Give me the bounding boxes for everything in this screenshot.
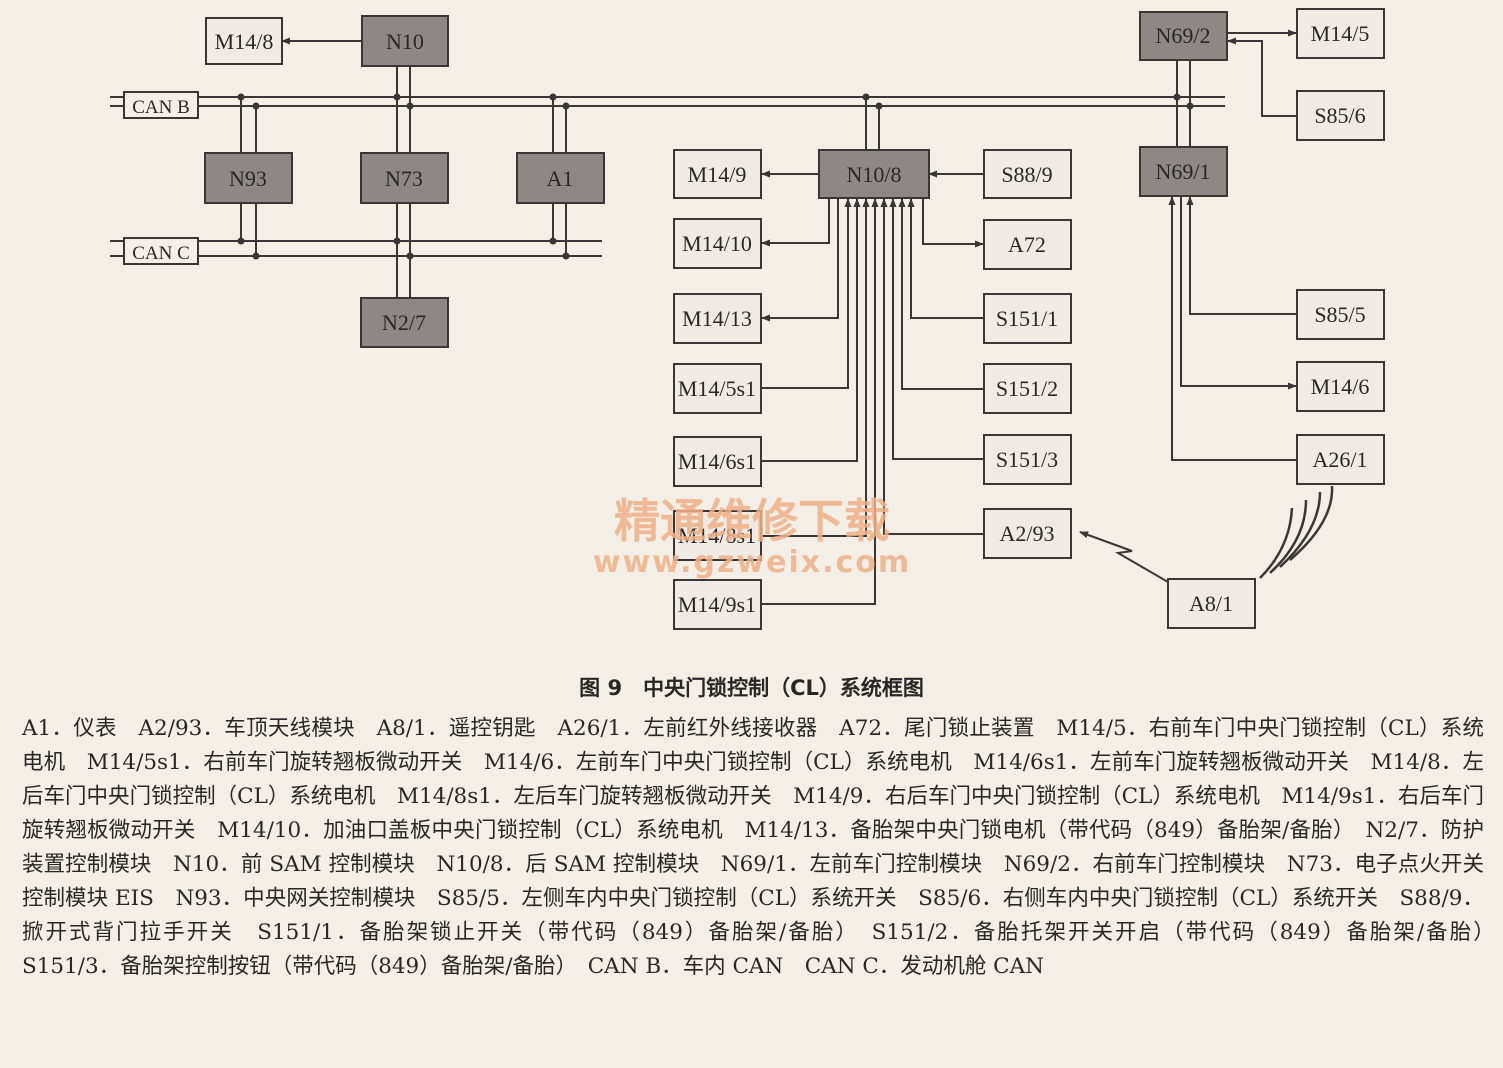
figure-legend: A1．仪表 A2/93．车顶天线模块 A8/1．遥控钥匙 A26/1．左前红外线… (22, 716, 1503, 979)
can-c-label: CAN C (123, 237, 199, 265)
watermark: 精通维修下载 www.gzweix.com (593, 494, 911, 580)
node-A2-93-label: A2/93 (1000, 521, 1055, 546)
node-N10-8-label: N10/8 (847, 162, 902, 187)
infrared-signal-icon (1259, 485, 1334, 579)
node-N2-7-label: N2/7 (382, 310, 426, 335)
node-M14-13-label: M14/13 (682, 306, 752, 331)
node-M14-5s1-label: M14/5s1 (678, 376, 756, 401)
cl-block-diagram: CAN B CAN C (110, 8, 1385, 630)
figure-caption: 图 9 中央门锁控制（CL）系统框图 (579, 676, 924, 700)
can-b-bus (110, 96, 1225, 107)
node-M14-8: M14/8 (205, 17, 283, 65)
node-A72-label: A72 (1008, 232, 1046, 257)
node-N69-2: N69/2 (1139, 11, 1228, 61)
node-M14-13: M14/13 (673, 293, 762, 344)
node-A8-1: A8/1 (1167, 578, 1256, 629)
node-N2-7: N2/7 (360, 297, 449, 348)
node-M14-10: M14/10 (673, 218, 762, 269)
node-S85-5-label: S85/5 (1314, 302, 1365, 327)
node-A72: A72 (983, 219, 1072, 270)
can-c-label-text: CAN C (132, 243, 190, 264)
can-b-label: CAN B (123, 91, 199, 119)
node-A2-93: A2/93 (983, 508, 1072, 559)
node-S88-9-label: S88/9 (1001, 162, 1052, 187)
node-A1-label: A1 (547, 166, 574, 191)
node-S85-6: S85/6 (1296, 90, 1385, 141)
watermark-url: www.gzweix.com (593, 545, 911, 580)
node-A26-1-label: A26/1 (1313, 447, 1368, 472)
bus-junctions (237, 93, 1194, 260)
node-N69-1-label: N69/1 (1156, 159, 1211, 184)
node-S151-2: S151/2 (983, 363, 1072, 414)
node-M14-6s1-label: M14/6s1 (678, 449, 756, 474)
node-S151-3-label: S151/3 (996, 447, 1058, 472)
node-N69-2-label: N69/2 (1156, 23, 1211, 48)
node-M14-9-label: M14/9 (688, 162, 747, 187)
node-M14-9: M14/9 (673, 149, 762, 199)
node-M14-6-label: M14/6 (1311, 374, 1370, 399)
node-M14-5: M14/5 (1296, 8, 1385, 59)
node-M14-5-label: M14/5 (1311, 21, 1370, 46)
node-N73-label: N73 (385, 166, 423, 191)
node-A8-1-label: A8/1 (1189, 591, 1233, 616)
node-M14-8s1-label: M14/8s1 (678, 523, 756, 548)
node-A26-1: A26/1 (1296, 434, 1385, 485)
node-N10-label: N10 (386, 29, 424, 54)
node-M14-10-label: M14/10 (682, 231, 752, 256)
node-S151-1-label: S151/1 (996, 306, 1058, 331)
node-S151-2-label: S151/2 (996, 376, 1058, 401)
node-S88-9: S88/9 (983, 149, 1072, 199)
node-N10: N10 (361, 15, 449, 67)
node-N73: N73 (360, 152, 449, 204)
node-M14-8-label: M14/8 (215, 29, 274, 54)
node-M14-6: M14/6 (1296, 361, 1385, 412)
node-N10-8: N10/8 (818, 149, 930, 199)
can-b-label-text: CAN B (132, 97, 190, 118)
node-N93: N93 (204, 152, 293, 204)
node-M14-6s1: M14/6s1 (673, 436, 762, 487)
node-S151-3: S151/3 (983, 434, 1072, 485)
node-N69-1: N69/1 (1139, 146, 1228, 197)
node-M14-9s1: M14/9s1 (673, 579, 762, 630)
watermark-name: 精通维修下载 (614, 494, 890, 548)
node-M14-5s1: M14/5s1 (673, 363, 762, 414)
node-S85-6-label: S85/6 (1314, 103, 1365, 128)
node-N93-label: N93 (229, 166, 267, 191)
node-M14-8s1: M14/8s1 (673, 510, 762, 561)
node-A1: A1 (516, 152, 605, 204)
node-S85-5: S85/5 (1296, 289, 1385, 340)
signal-lines (281, 29, 1297, 605)
node-M14-9s1-label: M14/9s1 (678, 592, 756, 617)
node-S151-1: S151/1 (983, 293, 1072, 344)
